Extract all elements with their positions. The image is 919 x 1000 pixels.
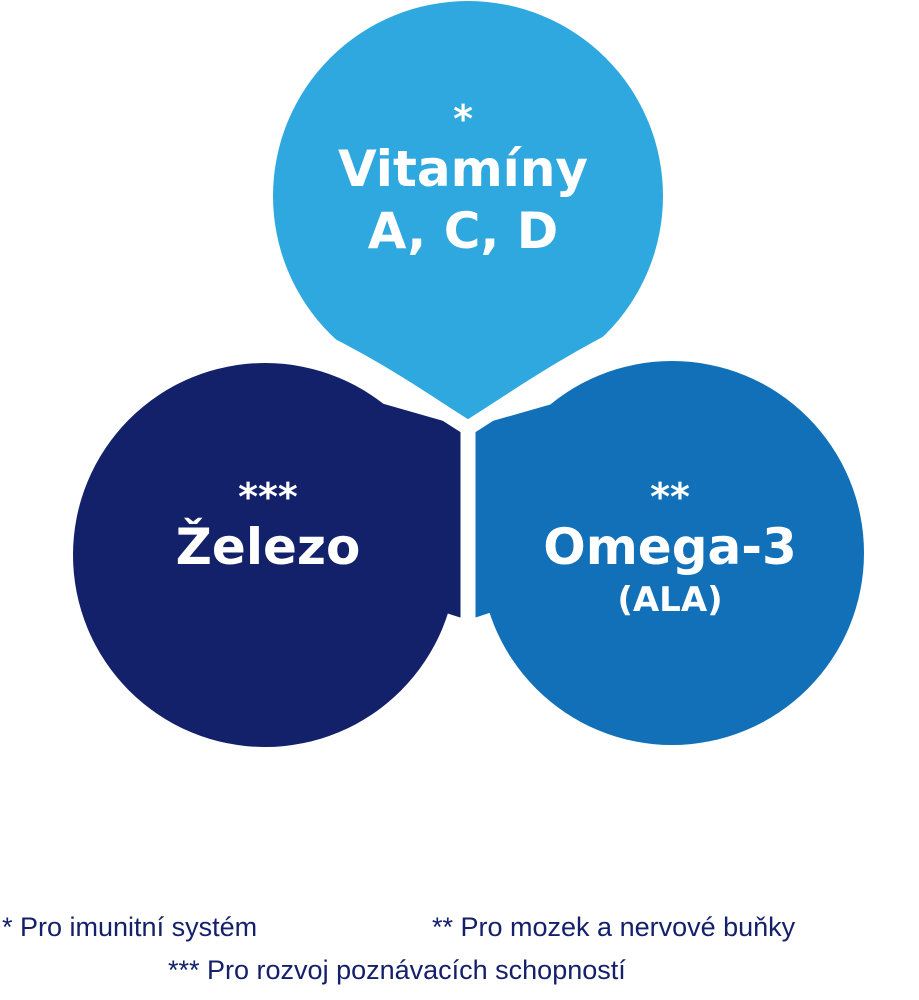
title: Omega-3 — [543, 518, 797, 576]
subtitle: A, C, D — [367, 202, 559, 260]
subtitle: (ALA) — [617, 580, 723, 620]
title: Železo — [175, 518, 361, 576]
bubble-right-shape — [468, 361, 864, 745]
marker: * — [453, 97, 473, 141]
separator-lines — [296, 319, 644, 700]
bubble-left-label: *** Železo — [176, 478, 361, 578]
bubble-top-label: * Vitamíny A, C, D — [338, 100, 588, 262]
bubble-left-shape — [73, 363, 468, 747]
title: Vitamíny — [337, 140, 589, 198]
bubble-top-shape — [273, 1, 663, 422]
marker: *** — [238, 475, 298, 519]
footnote-1: * Pro imunitní systém — [2, 912, 258, 942]
footnote-3: *** Pro rozvoj poznávacích schopností — [168, 955, 626, 985]
marker: ** — [650, 475, 690, 519]
bubble-right-label: ** Omega-3 (ALA) — [543, 478, 797, 622]
footnote-2: ** Pro mozek a nervové buňky — [432, 912, 796, 942]
